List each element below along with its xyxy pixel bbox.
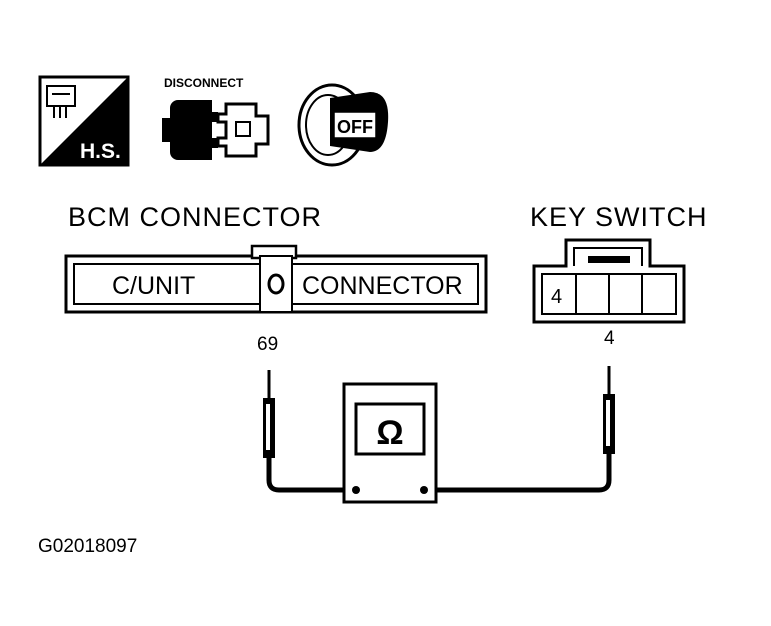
key-switch-title: KEY SWITCH: [530, 202, 708, 232]
key-switch-pin-number: 4: [604, 328, 615, 349]
hs-label: H.S.: [80, 140, 121, 163]
bcm-connector: C/UNIT CONNECTOR: [64, 244, 488, 314]
meter-right-jack: [420, 486, 428, 494]
off-label: OFF: [337, 117, 373, 137]
key-switch-cell-label: 4: [551, 286, 562, 308]
ohmmeter: Ω: [342, 382, 438, 504]
bcm-connector-title: BCM CONNECTOR: [68, 202, 322, 232]
left-test-probe: [263, 370, 352, 493]
bcm-pin-number: 69: [257, 334, 278, 355]
ignition-off-icon: OFF: [297, 83, 389, 167]
key-switch-connector: 4: [532, 238, 686, 324]
bcm-left-label: C/UNIT: [112, 272, 195, 300]
meter-left-jack: [352, 486, 360, 494]
disconnect-label: DISCONNECT: [164, 76, 244, 90]
right-test-probe: [428, 366, 615, 493]
bcm-pin-69-terminal: [267, 273, 285, 295]
disconnect-icon: DISCONNECT: [162, 76, 270, 160]
figure-code: G02018097: [38, 536, 137, 557]
ohm-symbol: Ω: [376, 414, 403, 452]
bcm-right-label: CONNECTOR: [302, 272, 463, 300]
harness-sign-icon: H.S.: [38, 75, 130, 167]
